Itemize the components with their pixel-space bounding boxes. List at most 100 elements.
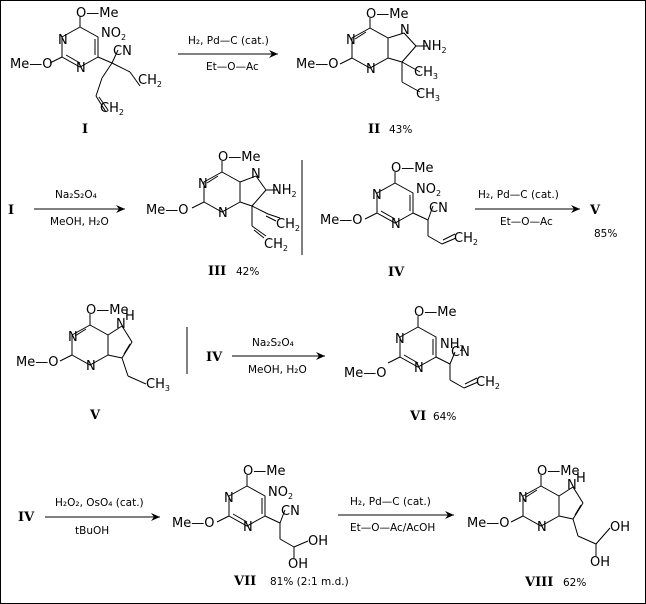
group-meo: Me—O [10, 57, 52, 72]
group-meo: Me—O [344, 366, 386, 381]
compound-III-label: III [208, 264, 226, 279]
group-h: H [576, 471, 586, 486]
group-meo: Me—O [172, 516, 214, 531]
group-ome: O—Me [391, 161, 433, 176]
group-nh2: NH2 [272, 183, 297, 199]
reaction-condition-bottom: Et—O—Ac/AcOH [350, 522, 435, 534]
ring-n: N [537, 520, 547, 535]
ring-n: N [414, 361, 424, 376]
compound-VIII-structure [510, 475, 611, 556]
group-ch3: CH3 [414, 65, 438, 81]
group-cn: CN [113, 44, 132, 59]
compound-VI-label: VI [409, 409, 426, 424]
group-h: H [125, 309, 135, 324]
reaction-condition-bottom: Et—O—Ac [206, 61, 259, 73]
reaction-condition-bottom: MeOH, H₂O [50, 216, 109, 228]
reaction-condition-top: H₂, Pd—C (cat.) [188, 35, 269, 47]
group-oh: OH [308, 534, 328, 549]
compound-IV-label: IV [388, 265, 405, 280]
group-no2: NO2 [101, 26, 126, 42]
ring-n: N [243, 520, 253, 535]
ring-n: N [224, 491, 234, 506]
ring-n: N [346, 33, 356, 48]
group-ome: O—Me [537, 464, 579, 479]
ring-n: N [395, 332, 405, 347]
compound-II-yield: 43% [389, 124, 412, 136]
reaction-condition-top: Na₂S₂O₄ [252, 337, 294, 349]
group-nh2: NH2 [440, 337, 465, 353]
compound-VI-yield: 64% [433, 411, 456, 423]
compound-IV-structure [364, 172, 457, 245]
group-ome: O—Me [366, 7, 408, 22]
ring-n: N [518, 491, 528, 506]
group-ome: O—Me [218, 150, 260, 165]
compound-V-structure [59, 314, 147, 385]
compound-III-yield: 42% [236, 266, 259, 278]
group-meo: Me—O [16, 355, 58, 370]
compound-VI-structure [387, 316, 479, 389]
reaction-condition-top: H₂, Pd—C (cat.) [478, 189, 559, 201]
group-nh: N [567, 478, 577, 493]
group-oh: OH [590, 555, 610, 570]
compound-II-label: II [368, 122, 380, 137]
compound-II-structure [339, 18, 428, 93]
group-ch2: CH2 [264, 237, 288, 253]
group-cn: CN [281, 504, 300, 519]
group-nh2: NH2 [422, 39, 447, 55]
group-oh: OH [288, 557, 308, 572]
group-cn: CN [429, 201, 448, 216]
group-meo: Me—O [296, 57, 338, 72]
compound-III-structure [191, 161, 281, 239]
compound-VII-label: VII [233, 574, 256, 589]
compound-VIII-label: VIII [524, 575, 553, 590]
reaction-condition-bottom: MeOH, H₂O [248, 364, 307, 376]
compound-VIII-yield: 62% [563, 577, 586, 589]
compound-VII-yield: 81% (2:1 m.d.) [270, 576, 349, 588]
group-ch2: CH2 [100, 101, 124, 117]
reaction-condition-top: H₂O₂, OsO₄ (cat.) [55, 497, 144, 509]
compound-VII-structure [216, 475, 309, 558]
ring-n: N [366, 62, 376, 77]
reaction-condition-bottom: Et—O—Ac [500, 216, 553, 228]
group-cn: CN [451, 345, 470, 360]
group-ch3: CH3 [416, 87, 440, 103]
group-ome: O—Me [243, 464, 285, 479]
group-oh: OH [610, 520, 630, 535]
compound-V-label: V [89, 408, 101, 423]
group-ome: O—Me [414, 305, 456, 320]
reactant-ref: IV [206, 350, 223, 365]
group-ome: O—Me [86, 303, 128, 318]
group-nh: N [116, 317, 126, 332]
ring-n: N [198, 177, 208, 192]
ring-n: N [58, 33, 68, 48]
group-ch3: CH3 [146, 377, 170, 393]
ring-n: N [218, 206, 228, 221]
compound-I-label: I [82, 122, 88, 137]
ring-n: N [86, 359, 96, 374]
product-ref: V [589, 203, 601, 218]
reaction-condition-top: H₂, Pd—C (cat.) [350, 496, 431, 508]
group-ch2: CH2 [276, 217, 300, 233]
compound-V-yield: 85% [594, 228, 617, 240]
ring-n: N [76, 61, 86, 76]
group-ch2: CH2 [454, 231, 478, 247]
reaction-condition-top: Na₂S₂O₄ [55, 189, 97, 201]
ring-n: N [400, 23, 410, 38]
reactant-ref: IV [18, 510, 35, 525]
group-ome: O—Me [76, 6, 118, 21]
group-meo: Me—O [146, 203, 188, 218]
ring-n: N [251, 167, 261, 182]
ring-n: N [372, 188, 382, 203]
group-no2: NO2 [268, 485, 293, 501]
compound-I-structure [49, 16, 141, 113]
ring-n: N [68, 330, 78, 345]
ring-n: N [391, 217, 401, 232]
group-no2: NO2 [416, 182, 441, 198]
reactant-ref: I [8, 203, 14, 218]
group-ch2: CH2 [138, 73, 162, 89]
group-ch2: CH2 [476, 375, 500, 391]
group-meo: Me—O [467, 516, 509, 531]
group-meo: Me—O [320, 213, 362, 228]
reaction-condition-bottom: tBuOH [75, 525, 109, 537]
